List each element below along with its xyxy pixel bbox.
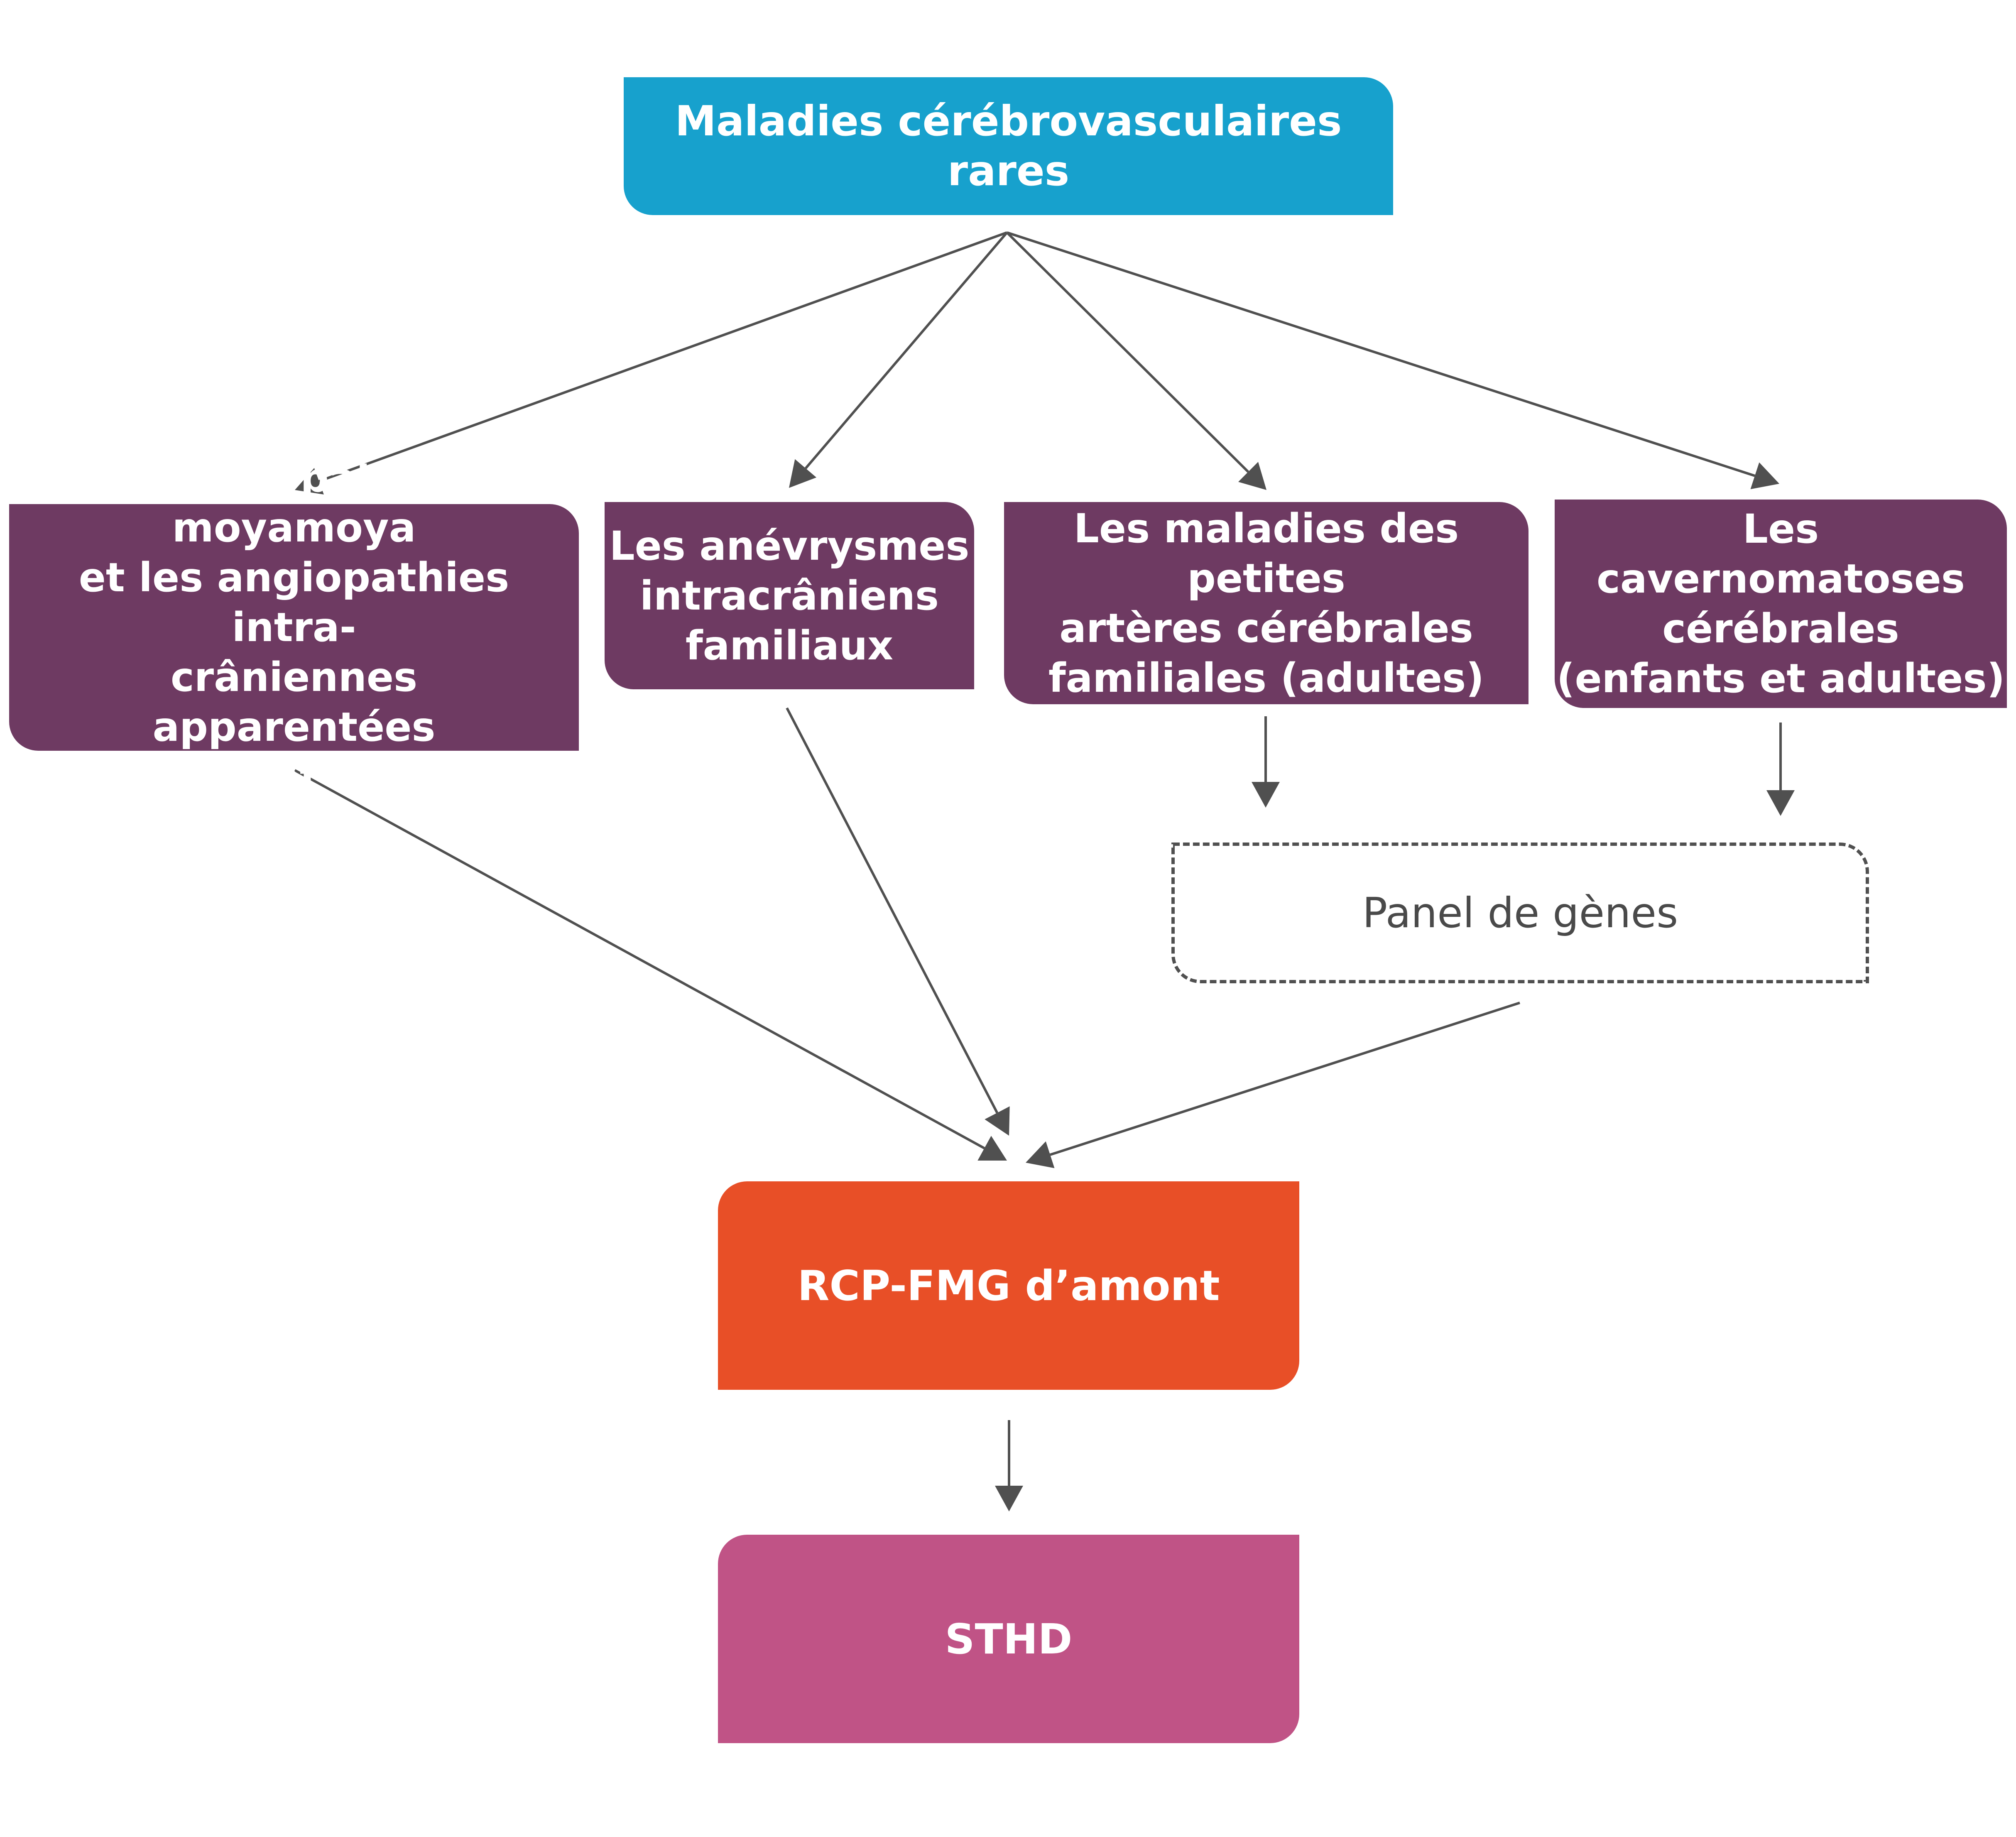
cavernomatoses-label: Les cavernomatoses cérébrales (enfants e… [1556, 506, 2005, 702]
cavernomatoses-node: Les cavernomatoses cérébrales (enfants e… [1555, 500, 2007, 708]
edge-root-to-anevrysmes [804, 232, 1008, 469]
arrowhead-root-to-cavernomatoses [1750, 462, 1779, 490]
sthd-label: STHD [945, 1614, 1073, 1663]
arrowhead-root-to-anevrysmes [789, 459, 817, 488]
edge-anevrysmes-to-rcp [786, 707, 999, 1114]
panel-node: Panel de gènes [1171, 843, 1869, 983]
edge-root-to-cavernomatoses [1007, 231, 1755, 477]
moyamoya-label: L’angiopathie moyamoya et les angiopathi… [70, 455, 518, 800]
arrowhead-petites_arteres-to-panel [1252, 782, 1280, 808]
edge-panel-to-rcp [1050, 1002, 1520, 1156]
arrowhead-panel-to-rcp [1026, 1141, 1055, 1168]
rcp-node: RCP-FMG d’amont [718, 1181, 1299, 1390]
anevrysmes-label: Les anévrysmes intracrâniens familiaux [609, 522, 970, 669]
anevrysmes-node: Les anévrysmes intracrâniens familiaux [605, 502, 974, 689]
root-node: Maladies cérébrovasculaires rares [624, 77, 1393, 215]
arrowhead-root-to-petites_arteres [1238, 462, 1266, 490]
petites-arteres-label: Les maladies des petites artères cérébra… [1048, 505, 1484, 701]
petites-arteres-node: Les maladies des petites artères cérébra… [1004, 502, 1529, 704]
arrowhead-rcp-to-sthd [995, 1486, 1023, 1511]
rcp-label: RCP-FMG d’amont [797, 1261, 1220, 1310]
root-label: Maladies cérébrovasculaires rares [675, 97, 1342, 195]
arrowhead-root-to-moyamoya [295, 468, 324, 495]
edge-moyamoya-to-rcp [294, 769, 985, 1149]
edge-root-to-petites_arteres [1006, 231, 1249, 473]
arrowhead-moyamoya-to-rcp [977, 1136, 1007, 1161]
panel-label: Panel de gènes [1362, 889, 1678, 937]
moyamoya-node: L’angiopathie moyamoya et les angiopathi… [9, 455, 579, 800]
arrowhead-anevrysmes-to-rcp [985, 1106, 1010, 1136]
arrowhead-cavernomatoses-to-panel [1766, 790, 1795, 816]
edge-root-to-moyamoya [318, 231, 1008, 483]
sthd-node: STHD [718, 1535, 1299, 1743]
